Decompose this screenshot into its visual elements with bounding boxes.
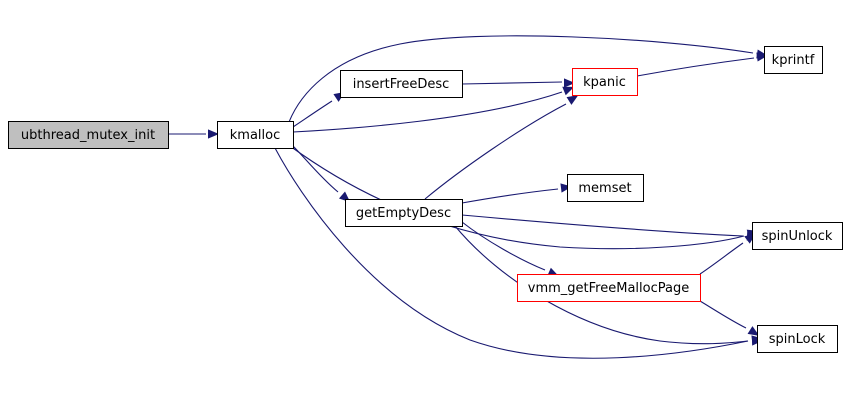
- node-label-memset: memset: [578, 181, 631, 196]
- node-label-getEmptyDesc: getEmptyDesc: [356, 206, 451, 221]
- node-label-insertFreeDesc: insertFreeDesc: [353, 77, 450, 92]
- edge-kmalloc-to-spinUnlock: [289, 145, 745, 250]
- node-label-ubthread_mutex_init: ubthread_mutex_init: [21, 128, 155, 143]
- edge-kmalloc-to-insertFreeDesc: [292, 100, 333, 128]
- node-kpanic[interactable]: kpanic: [572, 68, 638, 96]
- node-label-spinUnlock: spinUnlock: [762, 229, 833, 244]
- node-label-vmm_getFreeMallocPage: vmm_getFreeMallocPage: [528, 281, 689, 296]
- node-getEmptyDesc[interactable]: getEmptyDesc: [345, 199, 463, 227]
- nodes-layer: ubthread_mutex_init kmalloc insertFreeDesc…: [8, 46, 843, 353]
- edge-insertFreeDesc-to-kpanic: [461, 81, 563, 85]
- edge-getEmptyDesc-to-memset: [461, 188, 559, 204]
- edge-getEmptyDesc-to-vmm_getFreeMallocPage: [461, 221, 546, 271]
- node-label-kmalloc: kmalloc: [230, 128, 280, 143]
- node-box-getEmptyDesc[interactable]: [345, 199, 463, 227]
- edge-kpanic-to-kprintf: [636, 57, 755, 77]
- arrow-getEmptyDesc-memset: [560, 183, 572, 193]
- arrow-getEmptyDesc-kpanic: [566, 95, 579, 105]
- node-box-spinUnlock[interactable]: [752, 222, 843, 250]
- node-box-memset[interactable]: [567, 174, 644, 202]
- arrow-ubthread-kmalloc: [208, 129, 219, 139]
- arrow-kmalloc-kpanic: [562, 86, 575, 96]
- node-box-kmalloc[interactable]: [217, 121, 294, 149]
- arrow-insertFreeDesc-kpanic: [564, 78, 575, 88]
- node-label-kprintf: kprintf: [772, 53, 815, 68]
- node-box-insertFreeDesc[interactable]: [340, 70, 463, 98]
- edge-vmm_getFreeMallocPage-to-spinUnlock: [699, 242, 744, 275]
- edge-getEmptyDesc-to-spinLock: [454, 225, 749, 345]
- node-spinUnlock[interactable]: spinUnlock: [752, 222, 843, 250]
- edge-kmalloc-to-kprintf: [288, 35, 754, 123]
- arrow-vmm-spinLock: [747, 326, 760, 336]
- node-box-kprintf[interactable]: [764, 46, 823, 74]
- node-box-ubthread_mutex_init[interactable]: [8, 121, 169, 149]
- edge-kmalloc-to-kpanic: [292, 91, 563, 133]
- node-memset[interactable]: memset: [567, 174, 644, 202]
- node-label-spinLock: spinLock: [769, 332, 826, 347]
- node-label-kpanic: kpanic: [583, 75, 626, 90]
- node-box-spinLock[interactable]: [757, 325, 838, 353]
- node-insertFreeDesc[interactable]: insertFreeDesc: [340, 70, 463, 98]
- node-vmm_getFreeMallocPage[interactable]: vmm_getFreeMallocPage: [517, 274, 701, 302]
- edge-getEmptyDesc-to-kpanic: [424, 103, 567, 200]
- node-spinLock[interactable]: spinLock: [757, 325, 838, 353]
- edge-getEmptyDesc-to-spinUnlock: [461, 214, 744, 237]
- edge-kmalloc-to-spinLock: [274, 147, 749, 359]
- node-ubthread_mutex_init[interactable]: ubthread_mutex_init: [8, 121, 169, 149]
- node-kmalloc[interactable]: kmalloc: [217, 121, 294, 149]
- node-kprintf[interactable]: kprintf: [764, 46, 823, 74]
- node-box-vmm_getFreeMallocPage[interactable]: [517, 274, 701, 302]
- node-box-kpanic[interactable]: [572, 68, 638, 96]
- edge-kmalloc-to-getEmptyDesc: [292, 145, 339, 193]
- edges-layer: [168, 35, 755, 359]
- edge-vmm_getFreeMallocPage-to-spinLock: [699, 300, 747, 329]
